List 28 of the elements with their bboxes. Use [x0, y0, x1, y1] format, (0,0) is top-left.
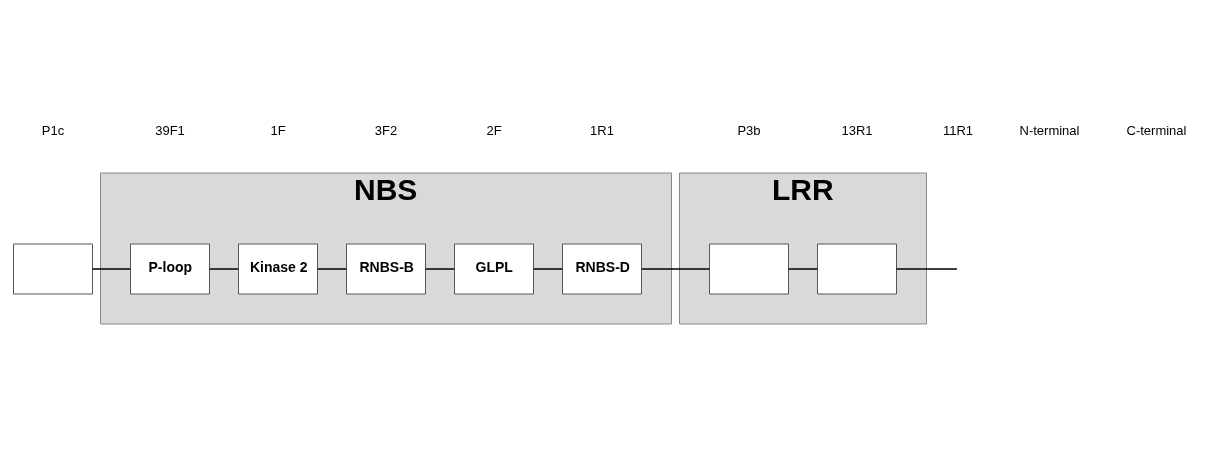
label: 2F	[486, 122, 502, 138]
label: P1c	[41, 122, 65, 138]
node-box: P-loop	[130, 243, 210, 294]
connector	[91, 267, 132, 270]
connector	[316, 267, 348, 270]
label: 39F1	[155, 122, 185, 138]
label: 3F2	[374, 122, 398, 138]
label: 13R1	[841, 122, 873, 138]
connector	[208, 267, 240, 270]
cluster: LRR	[679, 172, 927, 324]
connector	[424, 267, 456, 270]
label: C-terminal	[1126, 122, 1187, 138]
node-box: RNBS-B	[346, 243, 426, 294]
label: P3b	[737, 122, 761, 138]
node-box: Kinase 2	[238, 243, 318, 294]
node-box	[709, 243, 789, 294]
label: 1R1	[590, 122, 614, 138]
label: 1F	[270, 122, 286, 138]
label: 11R1	[942, 122, 974, 138]
connector	[787, 267, 819, 270]
connector	[641, 267, 711, 270]
connector	[532, 267, 564, 270]
node-box: RNBS-D	[562, 243, 642, 294]
node-box	[817, 243, 897, 294]
connector	[895, 267, 958, 270]
node-box	[13, 243, 93, 294]
label: N-terminal	[1019, 122, 1080, 138]
node-box: GLPL	[454, 243, 534, 294]
